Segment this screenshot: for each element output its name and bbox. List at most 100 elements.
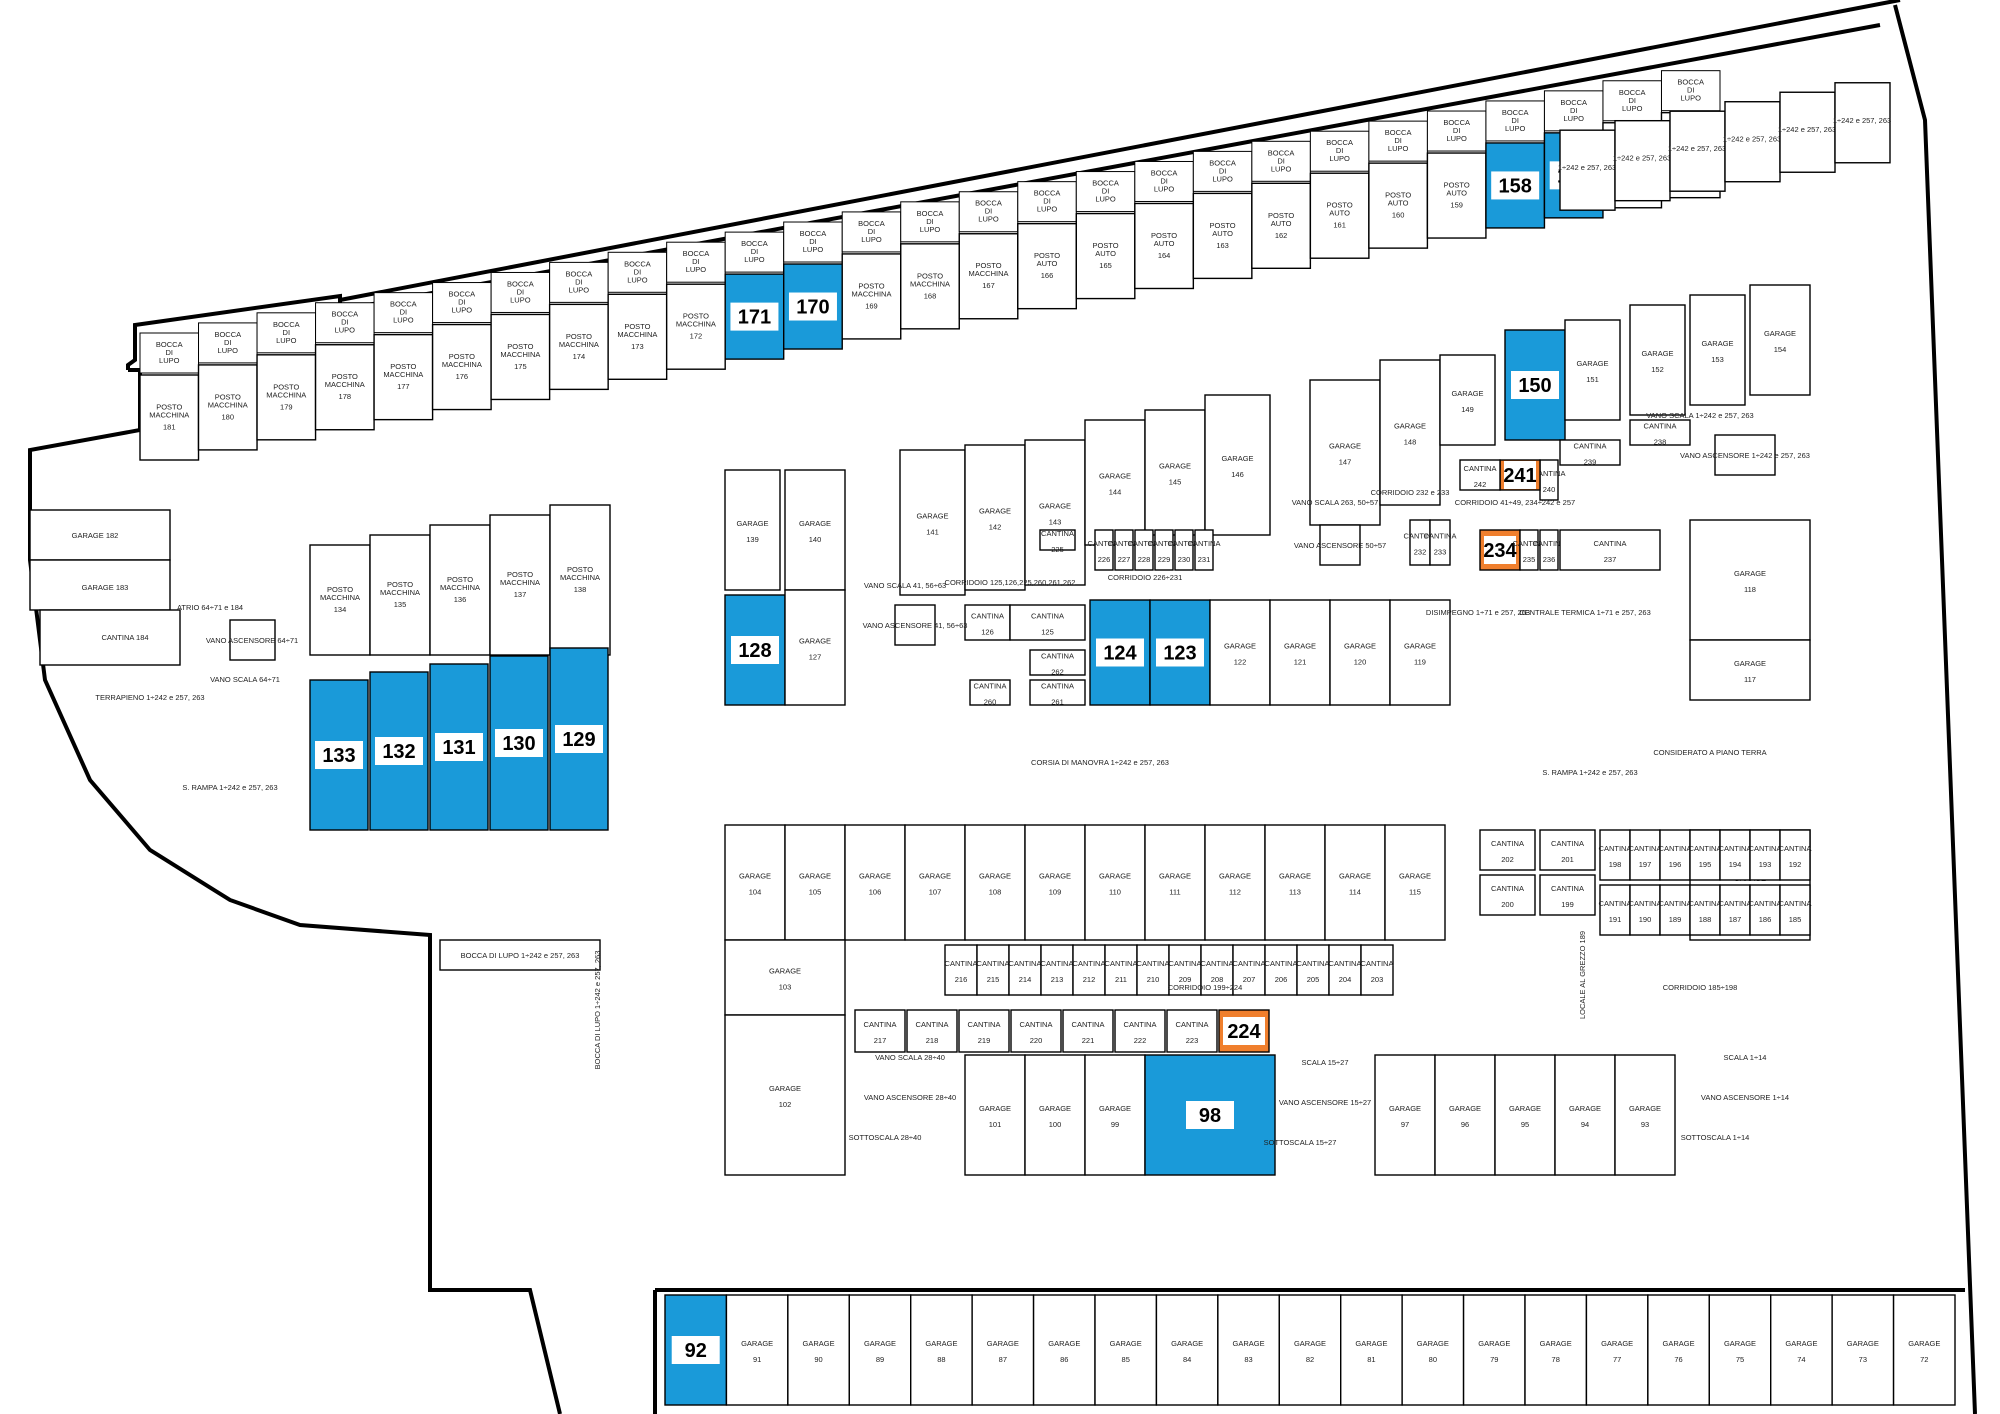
unit-152-area[interactable] — [1629, 304, 1686, 416]
unit-139-area[interactable] — [724, 469, 781, 591]
unit-196-area[interactable] — [1659, 829, 1691, 881]
unit-89-area[interactable] — [848, 1294, 912, 1406]
unit-164-area[interactable] — [1134, 202, 1195, 290]
unit-233-area[interactable] — [1429, 519, 1451, 566]
unit-86-area[interactable] — [1032, 1294, 1096, 1406]
unit-93-area[interactable] — [1614, 1054, 1676, 1176]
unit-199-area[interactable] — [1539, 874, 1596, 916]
unit-179-area[interactable] — [256, 354, 317, 441]
unit-146-area[interactable] — [1204, 394, 1271, 536]
unit-194-area[interactable] — [1719, 829, 1751, 881]
unit-135-area[interactable] — [369, 534, 431, 656]
unit-106-area[interactable] — [844, 824, 906, 941]
unit-167-area[interactable] — [958, 233, 1019, 320]
unit-224[interactable]: 224 — [1218, 1009, 1270, 1053]
unit-148-area[interactable] — [1379, 359, 1441, 506]
unit-143-area[interactable] — [1024, 439, 1086, 586]
unit-187-area[interactable] — [1719, 884, 1751, 936]
unit-113-area[interactable] — [1264, 824, 1326, 941]
unit-236-area[interactable] — [1539, 529, 1559, 571]
unit-105-area[interactable] — [784, 824, 846, 941]
unit-147-area[interactable] — [1309, 379, 1381, 526]
unit-221-area[interactable] — [1062, 1009, 1114, 1053]
unit-151-area[interactable] — [1564, 319, 1621, 421]
unit-115-area[interactable] — [1384, 824, 1446, 941]
unit-262-area[interactable] — [1029, 649, 1086, 676]
unit-73-area[interactable] — [1831, 1294, 1895, 1406]
posto-macchina-far-3-area[interactable] — [1724, 101, 1781, 183]
unit-232-area[interactable] — [1409, 519, 1431, 566]
unit-198-area[interactable] — [1599, 829, 1631, 881]
unit-107-area[interactable] — [904, 824, 966, 941]
unit-207-area[interactable] — [1232, 944, 1266, 996]
posto-macchina-far-5[interactable]: 1÷242 e 257, 263 — [1833, 82, 1891, 164]
unit-190-area[interactable] — [1629, 884, 1661, 936]
unit-118-area[interactable] — [1689, 519, 1811, 641]
unit-205-area[interactable] — [1296, 944, 1330, 996]
unit-84-area[interactable] — [1155, 1294, 1219, 1406]
unit-200-area[interactable] — [1479, 874, 1536, 916]
unit-234[interactable]: 234 — [1479, 529, 1521, 571]
unit-150[interactable]: 150 — [1504, 329, 1566, 441]
unit-142-area[interactable] — [964, 444, 1026, 591]
unit-225-area[interactable] — [1039, 529, 1076, 551]
unit-119-area[interactable] — [1389, 599, 1451, 706]
unit-94-area[interactable] — [1554, 1054, 1616, 1176]
unit-223-area[interactable] — [1166, 1009, 1218, 1053]
unit-193-area[interactable] — [1749, 829, 1781, 881]
unit-121-area[interactable] — [1269, 599, 1331, 706]
unit-72-area[interactable] — [1892, 1294, 1956, 1406]
unit-79-area[interactable] — [1462, 1294, 1526, 1406]
unit-132[interactable]: 132 — [369, 671, 429, 831]
unit-123[interactable]: 123 — [1149, 599, 1211, 706]
unit-178-area[interactable] — [314, 344, 375, 431]
unit-97-area[interactable] — [1374, 1054, 1436, 1176]
